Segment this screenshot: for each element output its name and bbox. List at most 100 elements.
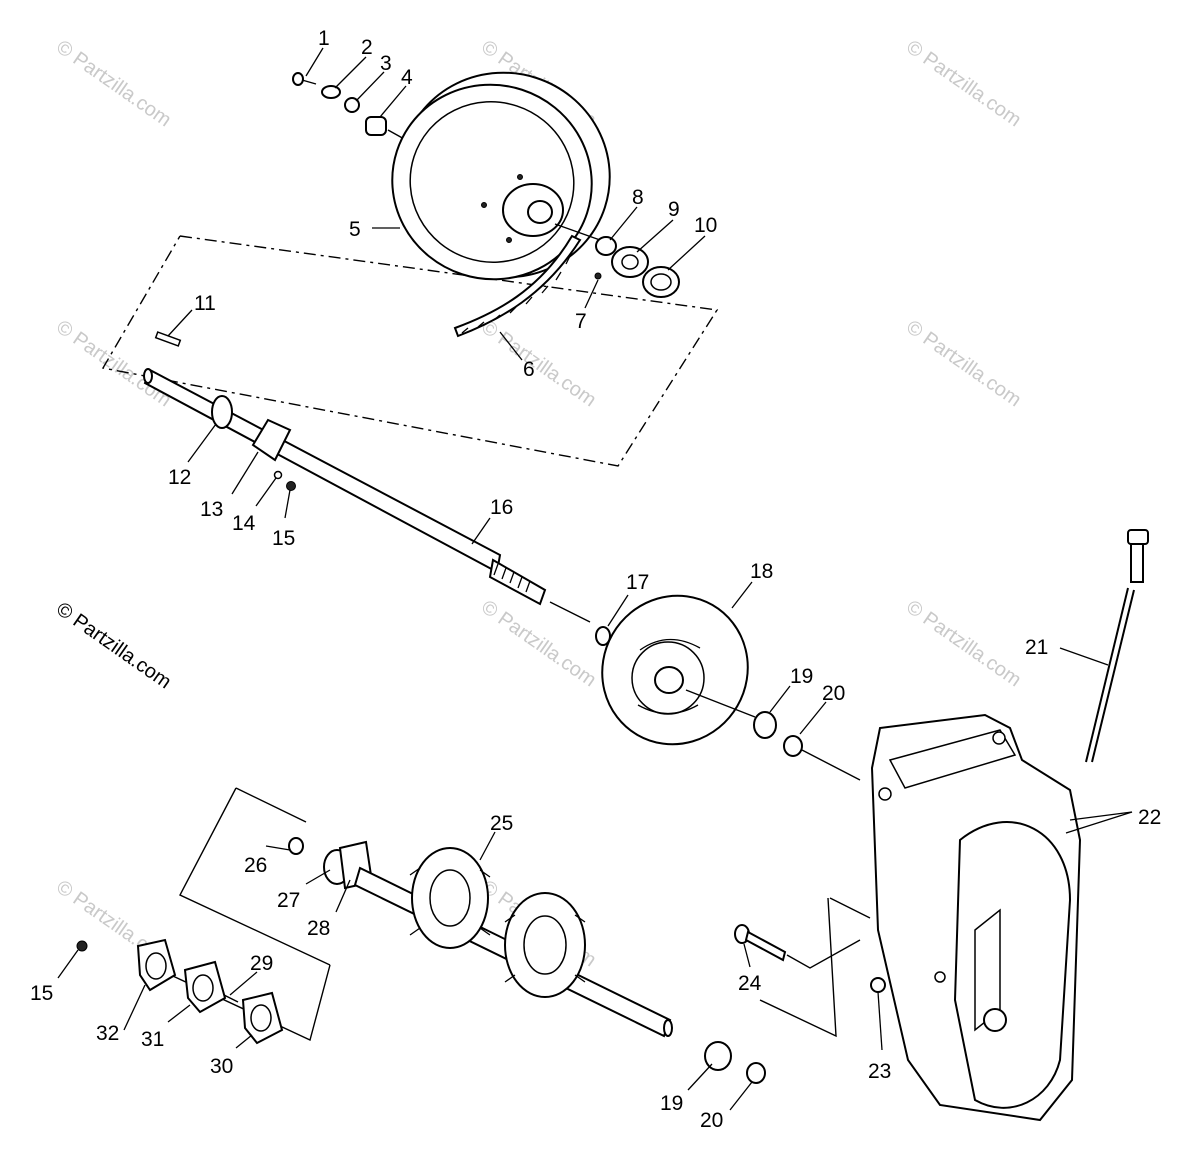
callout-21: 21: [1025, 636, 1048, 659]
splined-end: [488, 558, 547, 606]
bolt-hole: [506, 237, 512, 243]
callout-2: 2: [361, 36, 373, 59]
dipstick-rod: [1091, 589, 1135, 763]
chain-body: [453, 234, 582, 338]
leader-8: [609, 206, 638, 241]
large-pulley: [391, 71, 611, 281]
bushing: [704, 1041, 732, 1071]
disc-bore: [654, 666, 684, 694]
dipstick-rod: [1085, 587, 1129, 763]
flange-plate-hole: [145, 952, 167, 980]
dipstick-neck: [1130, 543, 1144, 583]
callout-20: 20: [822, 682, 845, 705]
nut: [870, 977, 886, 993]
callout-26: 26: [244, 854, 267, 877]
leader-7: [584, 279, 599, 309]
nut: [76, 940, 88, 952]
callout-16: 16: [490, 496, 513, 519]
callout-7: 7: [575, 310, 587, 333]
dipstick-cap: [1127, 529, 1149, 545]
callout-17: 17: [626, 571, 649, 594]
shaft-end: [663, 1019, 673, 1037]
bearing-collar: [211, 395, 233, 429]
leader-3: [355, 71, 385, 102]
leader-17: [607, 594, 629, 627]
callout-32: 32: [96, 1022, 119, 1045]
bushing: [753, 711, 777, 739]
leader-10: [667, 235, 706, 271]
callout-24: 24: [738, 972, 762, 995]
bracket-line: [759, 897, 837, 1038]
hub-bore: [527, 200, 553, 224]
flange-plate-hole: [192, 974, 214, 1002]
center-line: [786, 939, 861, 969]
lock-washer: [344, 97, 360, 113]
leader-23: [877, 991, 883, 1051]
watermark: © Partzilla.com: [902, 36, 1025, 131]
bolt-hole: [481, 202, 487, 208]
callout-12: 12: [168, 466, 191, 489]
leader-22: [1065, 811, 1133, 834]
leader-24: [743, 943, 751, 968]
upper-hardware: [292, 72, 416, 146]
bracket-line: [179, 787, 331, 966]
callout-20-lower: 20: [700, 1109, 723, 1132]
callout-1: 1: [318, 27, 330, 50]
callout-6: 6: [523, 358, 535, 381]
leader-lines: [57, 47, 1133, 1111]
leader-21: [1059, 647, 1109, 666]
watermark: © Partzilla.com: [52, 316, 175, 411]
callout-14: 14: [232, 512, 256, 535]
housing-hole: [878, 787, 892, 801]
watermark: © Partzilla.com: [477, 596, 600, 691]
screw: [223, 994, 239, 1003]
leader-16: [471, 517, 491, 545]
callout-25: 25: [490, 812, 513, 835]
housing-hole: [992, 731, 1006, 745]
leader-26: [265, 845, 291, 851]
leader-20b: [729, 1081, 753, 1111]
callout-23: 23: [868, 1060, 891, 1083]
callout-29: 29: [250, 952, 273, 975]
spline-teeth: [493, 563, 531, 593]
callout-27: 27: [277, 889, 300, 912]
retainer-plate-hole: [621, 254, 639, 270]
chain-links: [461, 255, 571, 334]
center-line: [549, 601, 591, 623]
o-ring: [783, 735, 803, 757]
callout-13: 13: [200, 498, 223, 521]
leader-12: [187, 423, 217, 463]
callout-31: 31: [141, 1028, 164, 1051]
shaft-body: [143, 368, 502, 574]
leader-19: [769, 685, 791, 713]
callout-22: 22: [1138, 806, 1161, 829]
leader-31: [167, 1004, 191, 1023]
leader-13: [231, 451, 259, 495]
watermark: © Partzilla.com: [902, 316, 1025, 411]
bearing-flanges: [76, 938, 284, 1045]
leader-15b: [57, 949, 79, 979]
leader-29: [229, 971, 258, 996]
housing-cover: [953, 821, 1072, 1109]
o-ring: [595, 626, 611, 646]
callouts: 1 2 3 4 5 6 7 8 9 10 11 12 13 14 15 16 1…: [30, 27, 1161, 1132]
callout-18: 18: [750, 560, 773, 583]
callout-15-lower: 15: [30, 982, 53, 1005]
watermark: © Partzilla.com: [902, 596, 1025, 691]
leader-28: [335, 879, 351, 913]
leader-22: [1069, 811, 1133, 821]
hub-washers: [594, 236, 680, 298]
leader-14: [255, 477, 277, 507]
sprocket-hub: [429, 869, 471, 927]
center-line: [685, 689, 756, 718]
spacer: [365, 116, 387, 136]
leader-30: [235, 1034, 253, 1049]
disc-slots: [637, 638, 701, 715]
callout-28: 28: [307, 917, 330, 940]
shaft-end: [143, 368, 153, 384]
bracket-line: [829, 897, 871, 919]
leader-27: [305, 869, 331, 885]
leader-9: [636, 219, 674, 253]
sprocket-teeth: [409, 867, 586, 983]
